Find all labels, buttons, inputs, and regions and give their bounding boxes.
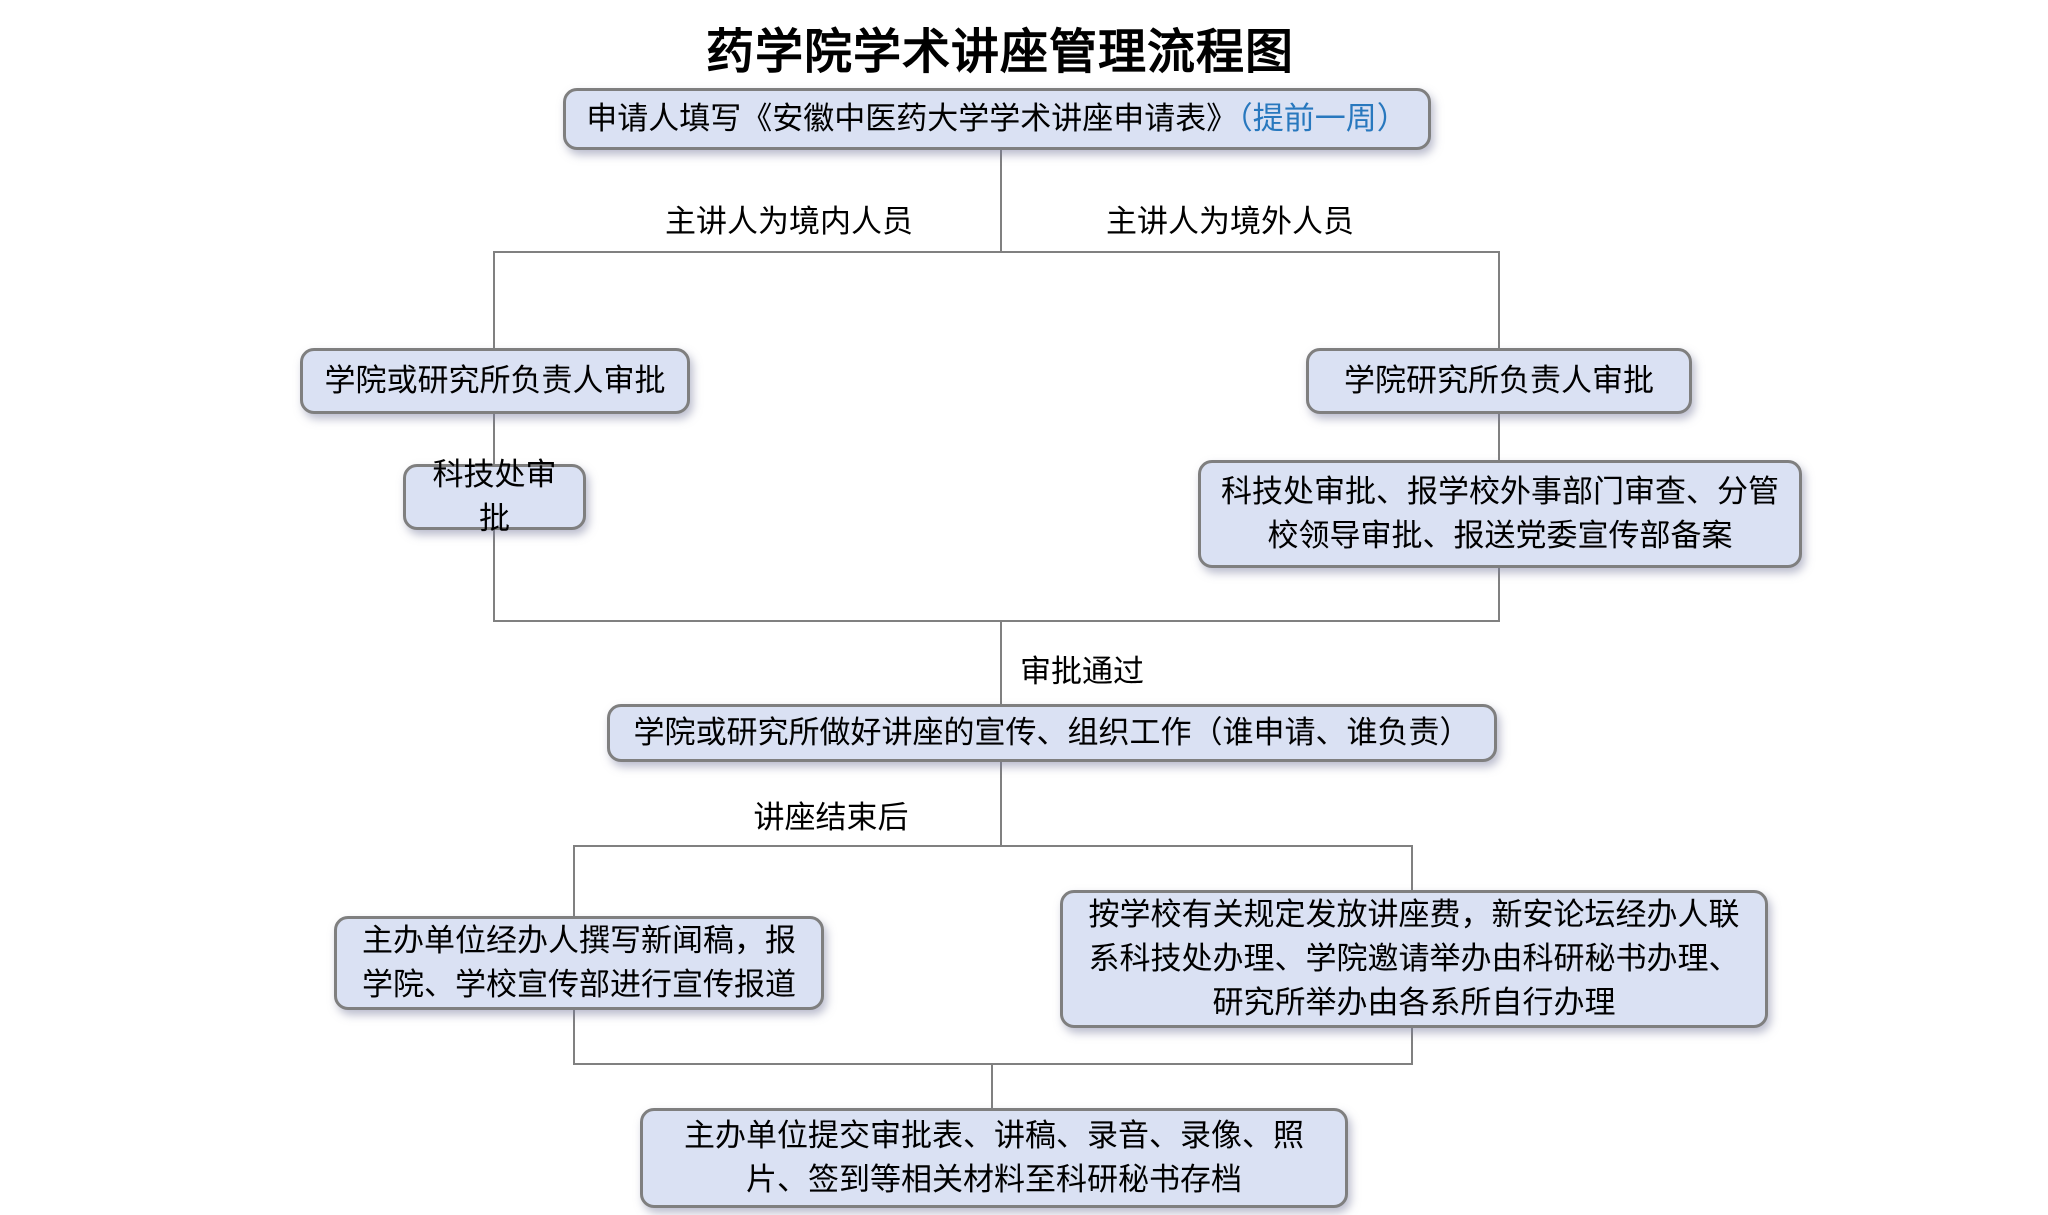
connector-merge1-horizontal: [493, 620, 1500, 622]
connector-right2-b: [1411, 1028, 1413, 1063]
branch-label-domestic: 主讲人为境内人员: [665, 204, 913, 239]
node-lecture-fee: 按学校有关规定发放讲座费，新安论坛经办人联系科技处办理、学院邀请举办由科研秘书办…: [1060, 890, 1768, 1028]
connector-merge2-horizontal: [573, 1063, 1413, 1065]
node-apply-text: 申请人填写《安徽中医药大学学术讲座申请表》: [586, 100, 1238, 136]
connector-left-branch-b: [493, 414, 495, 464]
edge-label-approved: 审批通过: [1020, 654, 1144, 689]
connector-split1-horizontal: [493, 251, 1500, 253]
connector-left-branch-a: [493, 251, 495, 348]
connector-left2-b: [573, 1010, 575, 1063]
connector-center-vertical-a: [1000, 620, 1002, 704]
node-news-report: 主办单位经办人撰写新闻稿，报学院、学校宣传部进行宣传报道: [334, 916, 824, 1010]
page-title: 药学院学术讲座管理流程图: [705, 26, 1294, 79]
node-domestic-tech-approval: 科技处审批: [403, 457, 586, 536]
node-foreign-approval: 学院研究所负责人审批: [1306, 348, 1692, 414]
connector-bottom-vertical: [991, 1063, 993, 1108]
connector-split2-horizontal: [573, 845, 1413, 847]
node-apply-note: （提前一周）: [1237, 100, 1408, 136]
connector-right-branch-c: [1498, 568, 1500, 620]
connector-left2-a: [573, 845, 575, 916]
connector-right-branch-a: [1498, 251, 1500, 348]
connector-top-vertical: [1000, 150, 1002, 251]
connector-center-vertical-b: [1000, 762, 1002, 845]
node-archive-materials: 主办单位提交审批表、讲稿、录音、录像、照片、签到等相关材料至科研秘书存档: [640, 1108, 1348, 1208]
connector-right2-a: [1411, 845, 1413, 890]
node-apply-form: 申请人填写《安徽中医药大学学术讲座申请表》（提前一周）: [563, 88, 1431, 150]
connector-right-branch-b: [1498, 412, 1500, 460]
connector-left-branch-c: [493, 530, 495, 620]
node-foreign-tech-approval: 科技处审批、报学校外事部门审查、分管校领导审批、报送党委宣传部备案: [1198, 460, 1802, 568]
node-domestic-approval: 学院或研究所负责人审批: [300, 348, 690, 414]
branch-label-foreign: 主讲人为境外人员: [1106, 204, 1354, 239]
edge-label-after-lecture: 讲座结束后: [753, 800, 909, 835]
node-organize-publicity: 学院或研究所做好讲座的宣传、组织工作（谁申请、谁负责）: [607, 704, 1497, 762]
